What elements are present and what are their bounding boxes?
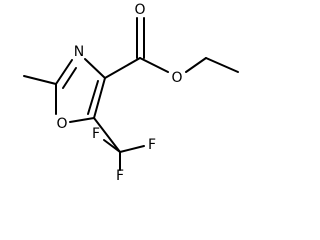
bond-cf3-f-right xyxy=(119,145,145,153)
fluorine-right-atom-label: F xyxy=(148,137,156,153)
bond-ester-oxygen-to-ch2 xyxy=(185,57,207,73)
bond-cf3-f-top xyxy=(103,139,121,153)
bond-c4-c5-double xyxy=(87,80,99,115)
ester-oxygen-atom-label: O xyxy=(171,70,182,86)
fluorine-top-atom-label: F xyxy=(92,126,100,142)
nitrogen-ring-atom-label: N xyxy=(74,44,84,60)
carbonyl-oxygen-atom-label: O xyxy=(134,2,145,18)
bond-n3-c4 xyxy=(84,58,106,79)
fluorine-bottom-atom-label: F xyxy=(116,168,124,184)
bond-c4-carbonyl-carbon xyxy=(104,57,141,79)
bond-carbonyl-to-ester-oxygen xyxy=(139,57,169,73)
molecule-structure-diagram: N O O O F F F xyxy=(23,2,239,184)
bond-ch2-to-ch3 xyxy=(205,57,239,73)
bond-c2-n3 xyxy=(55,59,73,85)
bond-c5-cf3-carbon xyxy=(93,117,121,153)
bond-c2-n3-double xyxy=(62,67,77,89)
bond-c5-o1 xyxy=(69,117,95,123)
bond-c2-methyl xyxy=(23,75,57,85)
bond-c4-c5 xyxy=(93,77,106,119)
oxygen-ring-atom-label: O xyxy=(56,116,67,132)
